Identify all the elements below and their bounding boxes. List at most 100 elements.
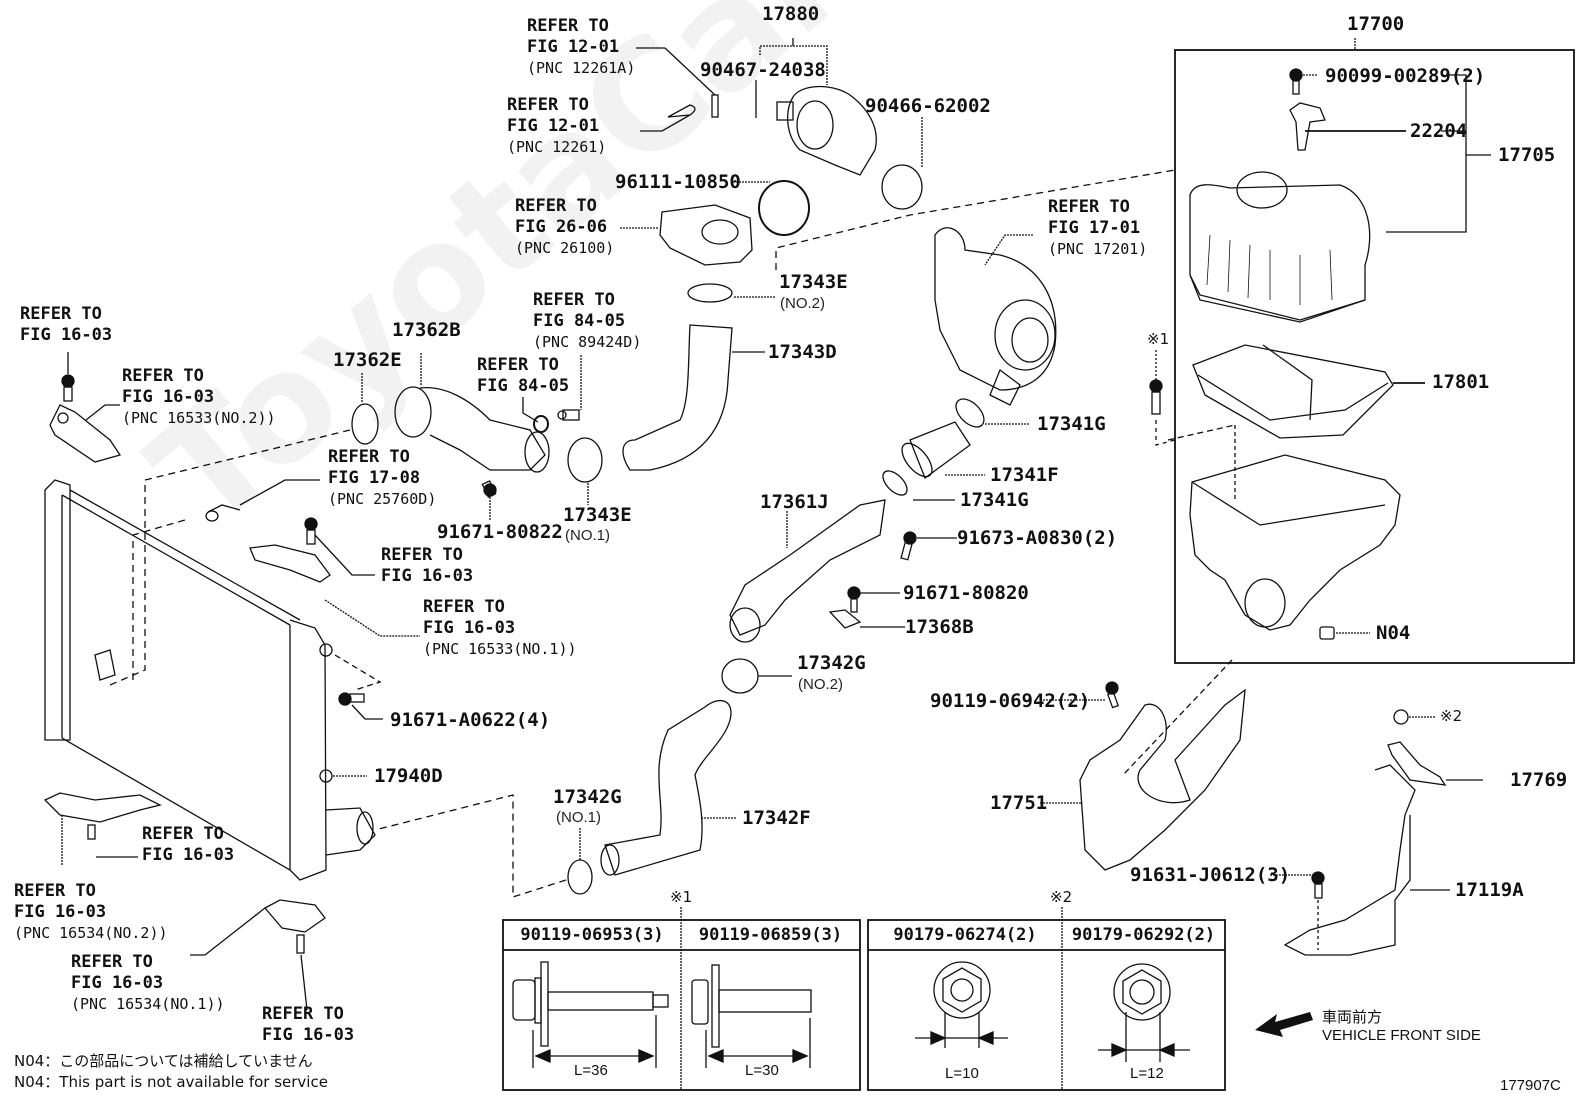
table-1-col-1-part[interactable]: 90119-06953(3) bbox=[520, 925, 664, 945]
ref-pnc: (PNC 12261A) bbox=[527, 59, 636, 77]
part-label-96111-10850[interactable]: 96111-10850 bbox=[615, 171, 741, 193]
bolt-91673-icon bbox=[900, 531, 957, 561]
part-label-91671-80820[interactable]: 91671-80820 bbox=[903, 582, 1029, 604]
ref-pnc: (PNC 16534(NO.2)) bbox=[14, 924, 168, 942]
part-label-17362e[interactable]: 17362E bbox=[333, 349, 402, 371]
part-label-17940d[interactable]: 17940D bbox=[374, 765, 443, 787]
bracket-16534-no2-icon bbox=[43, 792, 162, 865]
part-label-90099-00289[interactable]: 90099-00289(2) bbox=[1325, 65, 1486, 87]
footnote-en: N04：This part is not available for servi… bbox=[14, 1073, 328, 1091]
part-label-17341g-lower[interactable]: 17341G bbox=[960, 489, 1029, 511]
part-label-17705[interactable]: 17705 bbox=[1498, 144, 1556, 166]
ref-pnc: (PNC 26100) bbox=[515, 239, 615, 257]
part-label-17700[interactable]: 17700 bbox=[1347, 13, 1405, 35]
part-label-17341g-upper[interactable]: 17341G bbox=[1037, 413, 1106, 435]
ref-line: REFER TO bbox=[122, 366, 204, 386]
part-label-91671-80822[interactable]: 91671-80822 bbox=[437, 521, 563, 543]
pipe-17362b-icon bbox=[394, 353, 550, 473]
part-label-17341f[interactable]: 17341F bbox=[990, 464, 1059, 486]
sensor-89424d-icon bbox=[522, 355, 582, 433]
part-label-90467-24038[interactable]: 90467-24038 bbox=[700, 59, 826, 81]
ref-fig: FIG 16-03 bbox=[142, 845, 235, 865]
ref-fig: FIG 84-05 bbox=[477, 376, 570, 396]
fastener-table-1 bbox=[502, 907, 861, 1091]
ref-line: REFER TO bbox=[328, 447, 410, 467]
part-label-22204[interactable]: 22204 bbox=[1410, 120, 1468, 142]
vehicle-front-jp: 車両前方 bbox=[1322, 1008, 1383, 1026]
marker-2-label: ※2 bbox=[1440, 707, 1463, 725]
part-sublabel-17342g-no1: (NO.1) bbox=[556, 809, 601, 826]
ref-line: REFER TO bbox=[423, 597, 505, 617]
part-label-17362b[interactable]: 17362B bbox=[392, 319, 461, 341]
part-label-17342f[interactable]: 17342F bbox=[742, 807, 811, 829]
stay-17769-icon bbox=[1387, 741, 1483, 786]
table-1-col-2-dimension: L=30 bbox=[745, 1062, 779, 1079]
table-2-col-1-part[interactable]: 90179-06274(2) bbox=[893, 925, 1037, 945]
ref-fig: FIG 84-05 bbox=[533, 311, 626, 331]
part-label-17769[interactable]: 17769 bbox=[1510, 769, 1568, 791]
part-label-17119a[interactable]: 17119A bbox=[1455, 879, 1524, 901]
clamp-90466-icon bbox=[881, 117, 923, 210]
ref-line: REFER TO bbox=[142, 824, 224, 844]
part-label-n04[interactable]: N04 bbox=[1376, 622, 1411, 644]
ref-fig: FIG 17-01 bbox=[1048, 218, 1141, 238]
n04-grommet-icon bbox=[1319, 626, 1370, 640]
clamp-17342g-no2-icon bbox=[721, 658, 792, 694]
nut-marker2-icon bbox=[1393, 709, 1436, 725]
bolt-91671-a0622-icon bbox=[338, 692, 383, 720]
part-sublabel-17343e-no1: (NO.1) bbox=[565, 527, 610, 544]
clamp-17343e-no1-icon bbox=[567, 437, 603, 505]
ref-line: REFER TO bbox=[1048, 197, 1130, 217]
part-label-90466-62002[interactable]: 90466-62002 bbox=[865, 95, 991, 117]
table-1-col-1-dimension: L=36 bbox=[574, 1062, 608, 1079]
ref-line: REFER TO bbox=[515, 196, 597, 216]
ref-fig: FIG 16-03 bbox=[423, 618, 516, 638]
ref-fig: FIG 16-03 bbox=[122, 387, 215, 407]
radiator-intercooler-icon bbox=[44, 479, 382, 881]
part-label-17343e-no1[interactable]: 17343E bbox=[563, 504, 632, 526]
bolt-90119-06942-icon bbox=[1040, 681, 1120, 709]
table-2-col-2-part[interactable]: 90179-06292(2) bbox=[1071, 925, 1216, 945]
part-label-17880[interactable]: 17880 bbox=[762, 3, 820, 25]
intercooler-pipe-17343d-icon bbox=[622, 324, 765, 471]
ref-pnc: (PNC 16533(NO.1)) bbox=[423, 640, 577, 658]
ref-line: REFER TO bbox=[507, 95, 589, 115]
part-label-17343d[interactable]: 17343D bbox=[768, 341, 837, 363]
table-1-col-2-part[interactable]: 90119-06859(3) bbox=[698, 925, 843, 945]
ref-pnc: (PNC 16534(NO.1)) bbox=[71, 995, 225, 1013]
seal-17362e-icon bbox=[109, 373, 379, 686]
part-label-17801[interactable]: 17801 bbox=[1432, 371, 1490, 393]
turbocharger-icon bbox=[934, 227, 1057, 406]
part-label-91671-a0622[interactable]: 91671-A0622(4) bbox=[390, 709, 551, 731]
footnote-jp: N04：この部品については補給していません bbox=[14, 1052, 313, 1070]
part-label-17342g-no1[interactable]: 17342G bbox=[553, 786, 622, 808]
part-label-90119-06942[interactable]: 90119-06942(2) bbox=[930, 690, 1091, 712]
part-label-17342g-no2[interactable]: 17342G bbox=[797, 652, 866, 674]
part-label-17361j[interactable]: 17361J bbox=[760, 491, 829, 513]
ref-pnc: (PNC 89424D) bbox=[533, 333, 642, 351]
part-label-91631-j0612[interactable]: 91631-J0612(3) bbox=[1130, 864, 1291, 886]
part-label-91673-a0830[interactable]: 91673-A0830(2) bbox=[957, 527, 1118, 549]
table-1-marker: ※1 bbox=[670, 888, 693, 906]
ref-line: REFER TO bbox=[533, 290, 615, 310]
part-label-17751[interactable]: 17751 bbox=[990, 792, 1048, 814]
part-label-17368b[interactable]: 17368B bbox=[905, 616, 974, 638]
ref-fig: FIG 16-03 bbox=[71, 973, 164, 993]
part-label-17343e-no2[interactable]: 17343E bbox=[779, 271, 848, 293]
air-filter-element-icon bbox=[1192, 344, 1425, 439]
